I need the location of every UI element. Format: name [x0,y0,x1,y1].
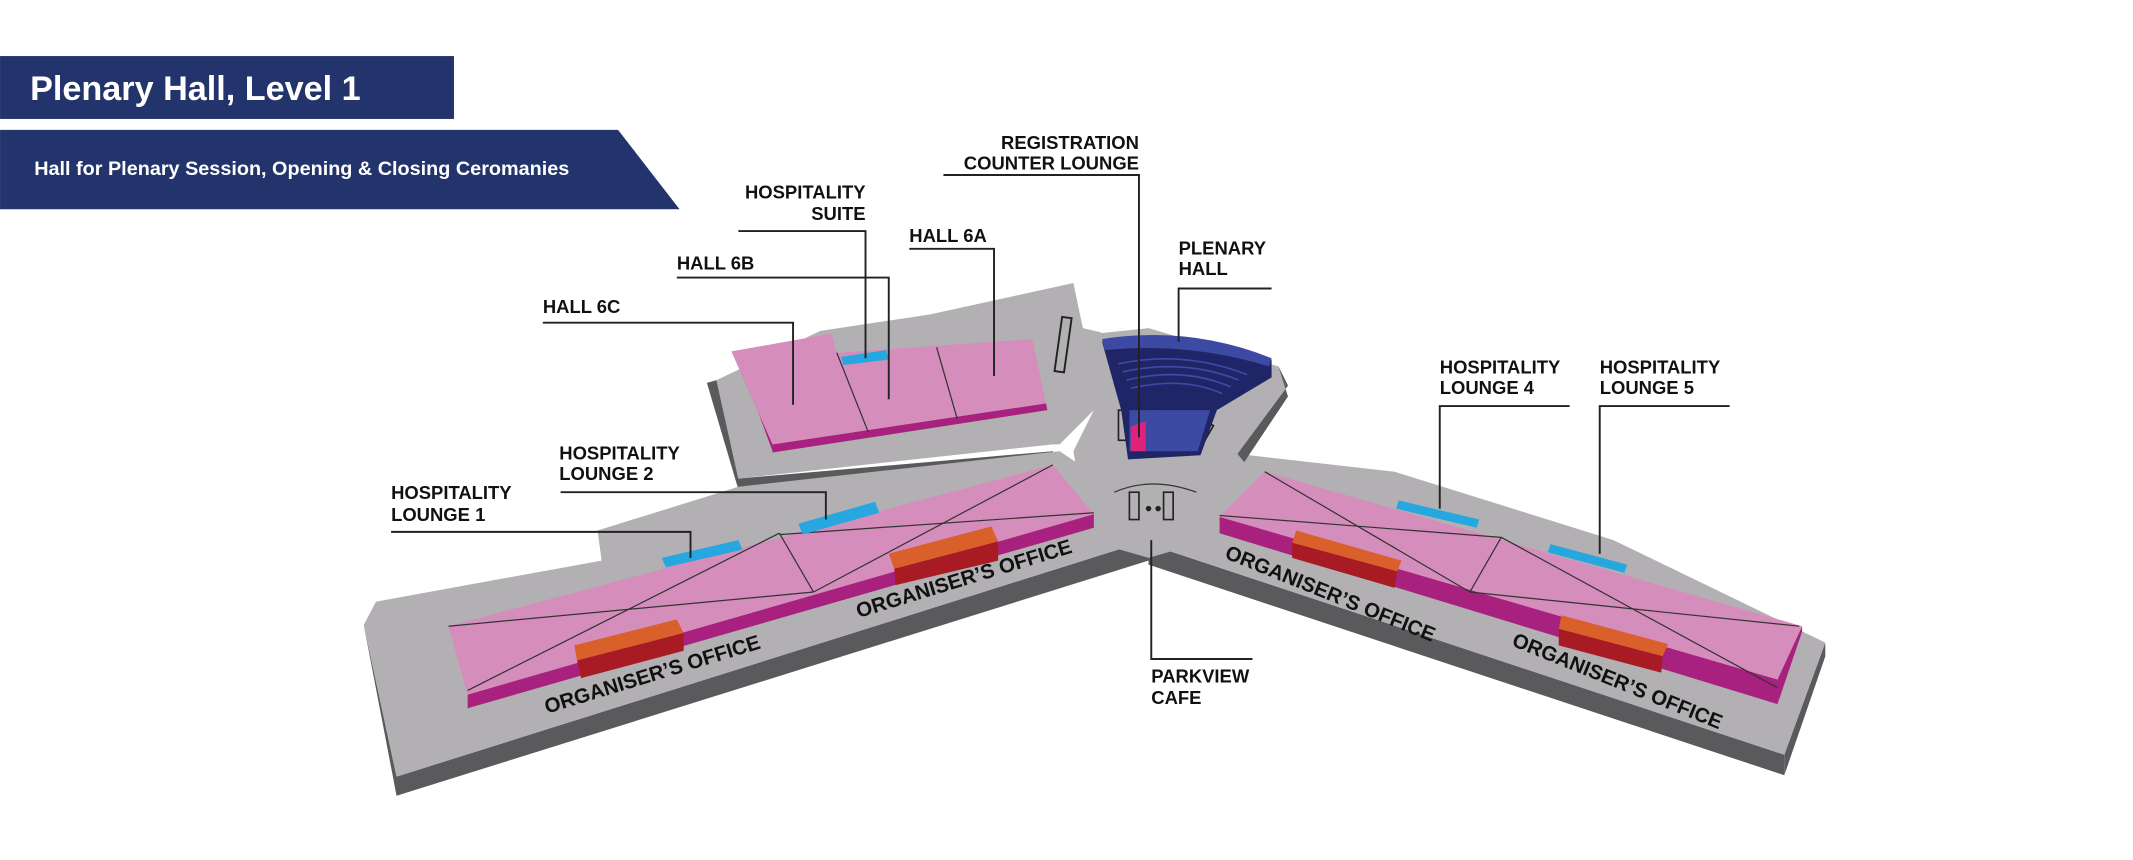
organisers-office-3 [1292,530,1402,572]
subtitle-banner: Hall for Plenary Session, Opening & Clos… [0,129,680,210]
organisers-office-2 [888,526,999,569]
hospitality-lounge-5-room [1547,544,1628,573]
page-subtitle: Hall for Plenary Session, Opening & Clos… [34,158,569,180]
plenary-hall-room [1102,335,1272,460]
hospitality-lounge-1-room [661,540,743,568]
organisers-office-1 [574,619,684,661]
hospitality-lounge-4-room [1396,500,1480,528]
left-wing-rooms: ORGANISER’S OFFICE ORGANISER’S OFFICE [448,464,1094,718]
label-hall-6b: HALL 6B [677,252,755,273]
page-title: Plenary Hall, Level 1 [30,70,361,108]
title-banner: Plenary Hall, Level 1 [0,56,454,119]
label-hall-6c: HALL 6C [543,296,621,317]
hospitality-lounge-2-room [798,501,880,535]
organisers-office-4 [1558,615,1669,657]
label-hall-6a: HALL 6A [909,225,987,246]
leader-lines [391,174,1730,660]
